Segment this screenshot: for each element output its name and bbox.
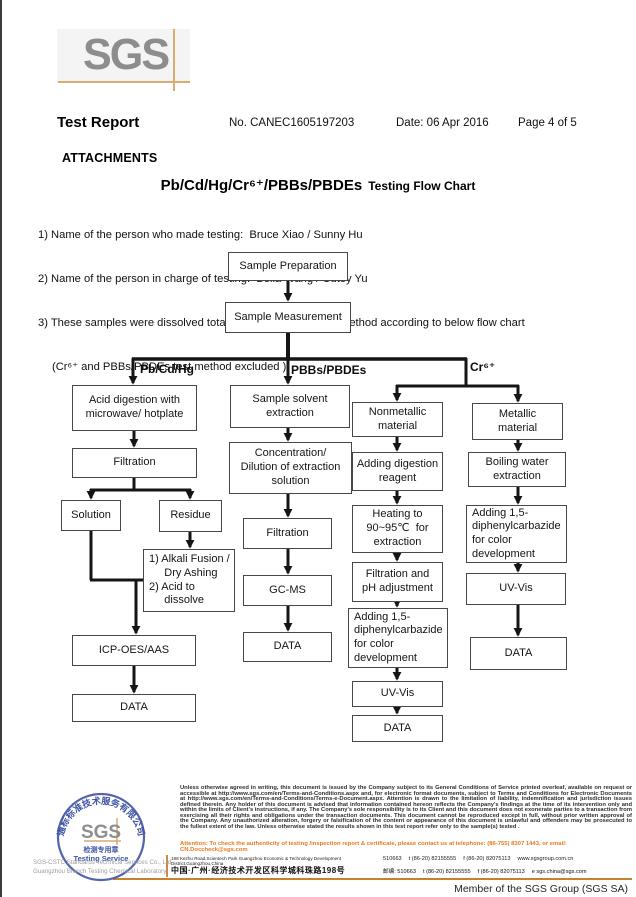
flow-node-heating-extraction: Heating to 90~95℃ for extraction — [352, 505, 443, 553]
address-line-en: 198 Kezhu Road,Scientech Park Guangzhou … — [171, 856, 633, 866]
note-line-1: 1) Name of the person who made testing: … — [38, 229, 363, 242]
report-date: Date: 06 Apr 2016 — [396, 117, 489, 129]
flow-node-alkali-fusion: 1) Alkali Fusion / Dry Ashing 2) Acid to… — [143, 549, 235, 612]
sgs-logo-vertical-line — [173, 29, 175, 91]
flow-node-sample-measurement: Sample Measurement — [225, 302, 351, 333]
company-name-line-2: Guangzhou Branch Testing Chemical Labora… — [33, 868, 168, 875]
flow-node-data-pb: DATA — [72, 694, 196, 722]
company-name-line-1: SGS-CSTC Standards Technical Services Co… — [33, 859, 173, 866]
flow-node-gc-ms: GC-MS — [243, 575, 332, 606]
legal-disclaimer: Unless otherwise agreed in writing, this… — [180, 785, 632, 830]
address-cn-fax: f (86-20) 82075113 — [477, 869, 525, 875]
address-en-website: www.sgsgroup.com.cn — [517, 856, 574, 862]
sgs-group-member-note: Member of the SGS Group (SGS SA) — [454, 883, 628, 895]
sgs-logo-horizontal-line — [58, 81, 190, 83]
flow-node-acid-digestion: Acid digestion with microwave/ hotplate — [72, 385, 197, 431]
flow-node-solution: Solution — [61, 500, 121, 531]
flow-node-filtration-2: Filtration — [243, 518, 332, 549]
flow-node-uv-vis-metallic: UV-Vis — [466, 573, 566, 605]
address-cn-email: e sgs.china@sgs.com — [531, 869, 587, 875]
sgs-logo-background — [57, 29, 190, 83]
testing-service-stamp: 通标标准技术服务有限公司 SGS 检测专用章 Testing Service — [54, 792, 147, 882]
report-title: Test Report — [57, 114, 140, 131]
flow-node-digestion-reagent: Adding digestion reagent — [352, 452, 443, 491]
address-en-fax: f (86-20) 82075113 — [463, 856, 511, 862]
stamp-line-cn: 检测专用章 — [84, 845, 119, 854]
stamp-sgs-logo: SGS — [81, 822, 121, 843]
flow-node-carbazide-metallic: Adding 1,5- diphenylcarbazide for color … — [466, 505, 567, 563]
flow-node-concentration-dilution: Concentration/ Dilution of extraction so… — [229, 442, 352, 494]
sgs-logo: SGS — [83, 30, 170, 79]
branch-label-cr6: Cr⁶⁺ — [470, 360, 496, 374]
address-en-text: 198 Kezhu Road,Scientech Park Guangzhou … — [171, 856, 341, 866]
flow-node-nonmetallic-material: Nonmetallic material — [352, 402, 443, 437]
address-cn-text: 中国·广州·经济技术开发区科学城科珠路198号 — [171, 866, 346, 875]
attachments-heading: ATTACHMENTS — [62, 151, 158, 165]
note-line-4: (Cr⁶⁺ and PBBs/PBDEs test method exclude… — [52, 360, 290, 373]
address-line-cn: 中国·广州·经济技术开发区科学城科珠路198号 邮编: 510663 t (86… — [171, 865, 633, 876]
page-indicator: Page 4 of 5 — [518, 117, 577, 129]
branch-label-pbbs-pbdes: PBBs/PBDEs — [291, 363, 367, 377]
address-cn-postcode: 邮编: 510663 — [383, 869, 416, 875]
attention-notice: Attention: To check the authenticity of … — [180, 841, 567, 854]
company-name-block: SGS-CSTC Standards Technical Services Co… — [33, 858, 193, 876]
flow-chart-title: Pb/Cd/Hg/Cr⁶⁺/PBBs/PBDEs Testing Flow Cha… — [0, 176, 636, 195]
flow-node-boiling-water: Boiling water extraction — [468, 452, 566, 487]
flow-node-solvent-extraction: Sample solvent extraction — [230, 385, 350, 428]
flow-node-icp-oes-aas: ICP-OES/AAS — [72, 635, 196, 666]
flow-node-data-nonmetallic: DATA — [352, 715, 443, 742]
flow-node-data-pbbs: DATA — [243, 632, 332, 662]
flow-node-sample-preparation: Sample Preparation — [228, 252, 348, 281]
address-en-telephone: t (86-20) 82155555 — [408, 856, 457, 862]
address-cn-telephone: t (86-20) 82155555 — [422, 869, 471, 875]
flow-node-residue: Residue — [159, 500, 222, 532]
scan-edge-line — [0, 0, 2, 897]
report-number: No. CANEC1605197203 — [229, 117, 355, 129]
address-en-postcode: 510663 — [383, 856, 402, 862]
branch-label-pb-cd-hg: Pb/Cd/Hg — [140, 362, 194, 376]
stamp-line-en: Testing Service — [74, 854, 129, 863]
flow-node-uv-vis-nonmetallic: UV-Vis — [352, 681, 443, 707]
flow-node-data-metallic: DATA — [470, 637, 567, 670]
flow-chart-title-main: Pb/Cd/Hg/Cr⁶⁺/PBBs/PBDEs — [160, 177, 363, 194]
address-divider-line — [166, 855, 168, 877]
flow-node-metallic-material: Metallic material — [472, 403, 563, 440]
flow-chart-title-suffix: Testing Flow Chart — [368, 179, 476, 193]
flow-node-carbazide-nonmetallic: Adding 1,5- diphenylcarbazide for color … — [348, 608, 448, 668]
flow-node-filtration-1: Filtration — [72, 448, 197, 478]
footer-rule-line — [113, 878, 632, 880]
flow-node-filtration-ph: Filtration and pH adjustment — [352, 562, 443, 602]
